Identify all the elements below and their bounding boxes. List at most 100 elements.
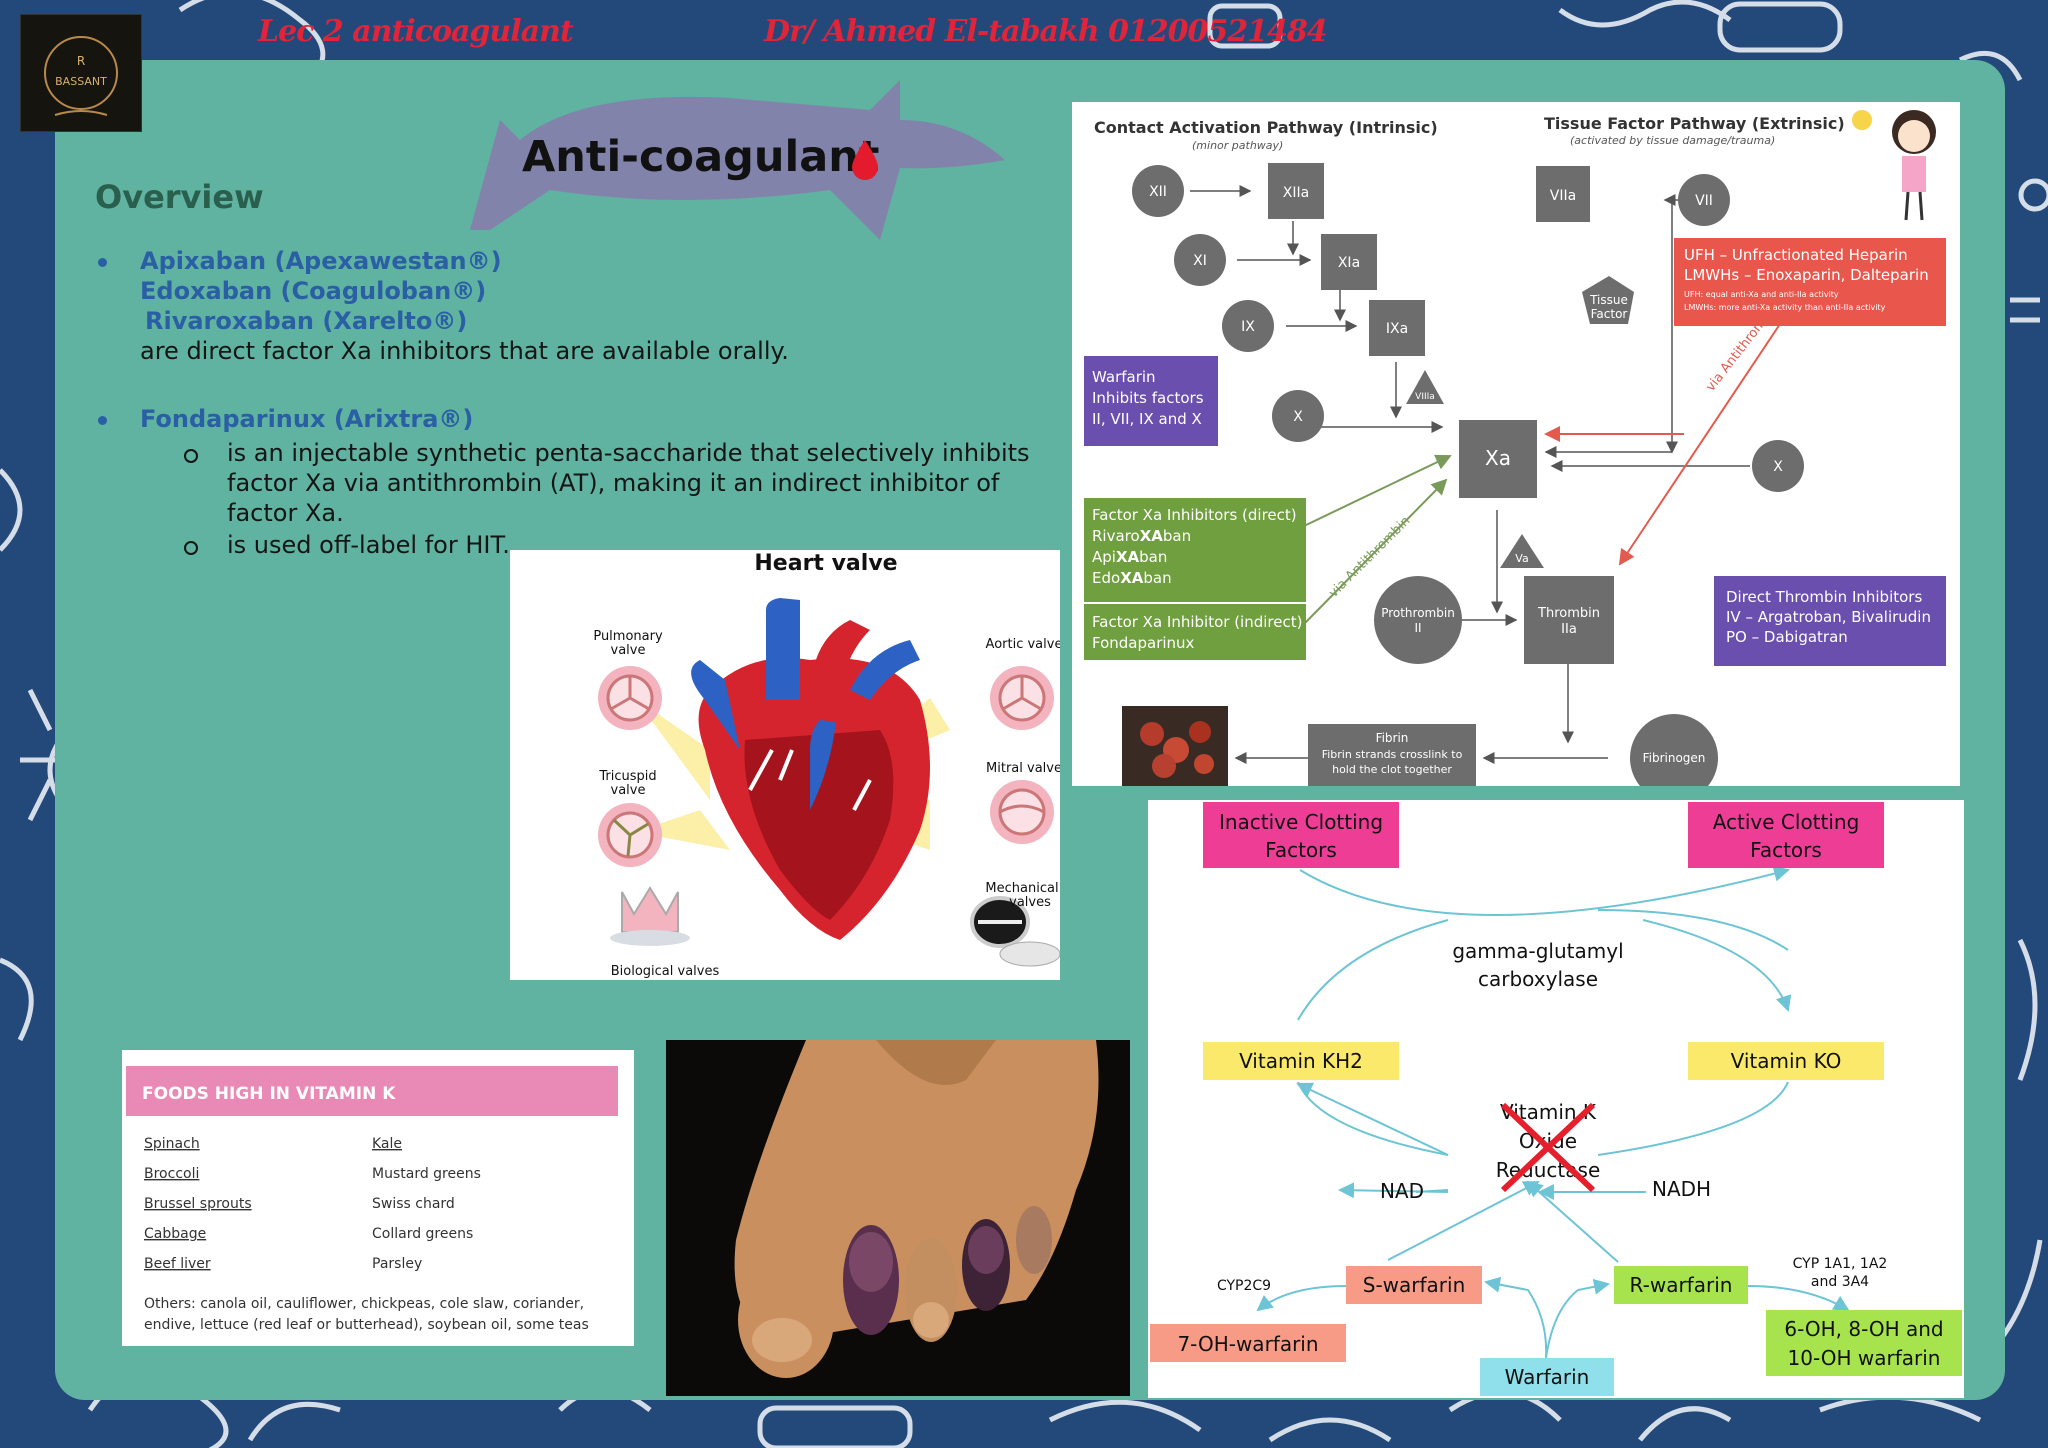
node-vii: VII [1695,193,1713,209]
node-fibrin-3: hold the clot together [1332,763,1452,776]
svg-text:R: R [77,54,85,68]
drug-rivaroxaban: Rivaroxaban (Xarelto®) [145,307,468,335]
heart-valve-illustration: Heart valve Pulmonary valve Aortic valve… [510,550,1060,980]
node-ix: IX [1241,319,1255,335]
foods-others-1: Others: canola oil, cauliflower, chickpe… [144,1296,584,1312]
label-mechanical-1: Mechanical [985,881,1058,896]
label-mechanical-2: valves [1009,895,1051,910]
fondaparinux-desc-line3: factor Xa. [227,499,344,527]
6-oh-warfarin-1: 6-OH, 8-OH and [1784,1317,1943,1341]
node-fibrinogen: Fibrinogen [1643,751,1706,765]
node-xia: XIa [1338,255,1360,271]
food-spinach: Spinach [144,1136,200,1152]
overview-heading: Overview [95,178,264,216]
coagulation-cascade-diagram: Contact Activation Pathway (Intrinsic) (… [1072,102,1960,786]
fondaparinux-desc-line1: is an injectable synthetic penta-sacchar… [227,439,1030,467]
pulmonary-valve-icon [598,666,662,730]
node-prothrombin-1: Prothrombin [1381,606,1455,620]
logo: R BASSANT [20,14,142,132]
lecture-title: Lec 2 anticoagulant [258,14,574,49]
label-aortic: Aortic valve [986,637,1060,652]
fondaparinux-desc-line2: factor Xa via antithrombin (AT), making … [227,469,1000,497]
node-ixa: IXa [1386,321,1408,337]
shark-banner-shape [470,80,1005,240]
sub-bullet-circle [184,449,198,463]
warfarin-parent: Warfarin [1505,1365,1590,1389]
active-factors-2: Factors [1750,838,1822,862]
biological-valve-icon [610,886,690,946]
cyp1a-label-2: and 3A4 [1811,1274,1869,1290]
ggc-label-1: gamma-glutamyl [1452,939,1623,963]
node-viia: VIIa [1550,188,1576,204]
node-thrombin-2: IIa [1561,622,1577,637]
label-biological: Biological valves [611,964,720,979]
svg-text:BASSANT: BASSANT [55,75,107,88]
food-brussel-sprouts: Brussel sprouts [144,1196,252,1212]
dti-po: PO – Dabigatran [1726,628,1848,646]
vitamin-k-foods-table: FOODS HIGH IN VITAMIN K Spinach Broccoli… [122,1050,634,1346]
heparin-box-line3: UFH: equal anti-Xa and anti-IIa activity [1684,290,1839,299]
node-x-left: X [1293,409,1303,425]
intrinsic-title: Contact Activation Pathway (Intrinsic) [1094,118,1438,137]
drug-fondaparinux: Fondaparinux (Arixtra®) [140,405,474,433]
label-mitral: Mitral valve [986,761,1060,776]
food-kale: Kale [372,1136,402,1152]
heparin-box-line4: LMWHs: more anti-Xa activity than anti-I… [1684,303,1886,312]
warfarin-box-line3: II, VII, IX and X [1092,410,1202,428]
bullet-dot [98,258,107,267]
node-fibrin-2: Fibrin strands crosslink to [1322,748,1463,761]
inactive-factors-1: Inactive Clotting [1219,810,1383,834]
node-tissue-factor-2: Factor [1591,307,1628,321]
node-fibrin-1: Fibrin [1376,731,1409,745]
node-xiia: XIIa [1283,185,1309,201]
direct-xa-description: are direct factor Xa inhibitors that are… [140,337,789,365]
warfarin-box-line1: Warfarin [1092,368,1156,386]
intrinsic-subtitle: (minor pathway) [1192,139,1283,152]
active-factors-1: Active Clotting [1713,810,1860,834]
clot-illustration [1122,706,1228,786]
drug-edoxaban: Edoxaban (Coaguloban®) [140,277,487,305]
xa-direct-edoxaban: EdoXAban [1092,569,1172,587]
warfarin-skin-necrosis-photo [666,1040,1130,1396]
heparin-box-line2: LMWHs – Enoxaparin, Dalteparin [1684,266,1929,284]
xa-indirect-fondaparinux: Fondaparinux [1092,634,1195,652]
7-oh-warfarin: 7-OH-warfarin [1177,1332,1318,1356]
label-tricuspid-2: valve [611,783,646,798]
foods-header: FOODS HIGH IN VITAMIN K [142,1084,396,1104]
warfarin-box-line2: Inhibits factors [1092,389,1204,407]
food-beef-liver: Beef liver [144,1256,211,1272]
instructor-title: Dr/ Ahmed El-tabakh 01200521484 [764,14,1328,49]
extrinsic-subtitle: (activated by tissue damage/trauma) [1570,134,1775,147]
cyp1a-label-1: CYP 1A1, 1A2 [1793,1256,1888,1272]
drug-apixaban: Apixaban (Apexawestan®) [140,247,502,275]
node-va: Va [1515,552,1528,565]
vitamin-ko: Vitamin KO [1731,1049,1842,1073]
tricuspid-valve-icon [598,803,662,867]
xa-direct-rivaroxaban: RivaroXAban [1092,527,1191,545]
inactive-factors-2: Factors [1265,838,1337,862]
food-swiss-chard: Swiss chard [372,1196,455,1212]
s-warfarin: S-warfarin [1363,1273,1466,1297]
node-prothrombin-2: II [1414,621,1421,635]
label-pulmonary-1: Pulmonary [593,629,663,644]
6-oh-warfarin-2: 10-OH warfarin [1788,1346,1941,1370]
nadh-label: NADH [1652,1177,1711,1201]
node-xii: XII [1149,184,1167,200]
vitamin-kh2: Vitamin KH2 [1239,1049,1363,1073]
dti-iv: IV – Argatroban, Bivalirudin [1726,608,1931,626]
food-parsley: Parsley [372,1256,422,1272]
mechanical-valve-icon [970,896,1060,967]
inhibited-cross-icon [1500,1102,1596,1193]
food-collard-greens: Collard greens [372,1226,473,1242]
r-warfarin: R-warfarin [1630,1273,1733,1297]
slide-title: Anti-coagulant [522,132,880,182]
foods-others-2: endive, lettuce (red leaf or butterhead)… [144,1317,589,1333]
dti-title: Direct Thrombin Inhibitors [1726,588,1922,606]
node-viiia: VIIIa [1415,392,1435,402]
cyp2c9-label: CYP2C9 [1217,1278,1271,1294]
fondaparinux-hit-use: is used off-label for HIT. [227,531,510,559]
node-x-right: X [1773,459,1783,475]
food-broccoli: Broccoli [144,1166,199,1182]
heart-valve-title: Heart valve [754,551,897,576]
vitamin-k-cycle-diagram: Inactive Clotting Factors Active Clottin… [1148,800,1964,1398]
